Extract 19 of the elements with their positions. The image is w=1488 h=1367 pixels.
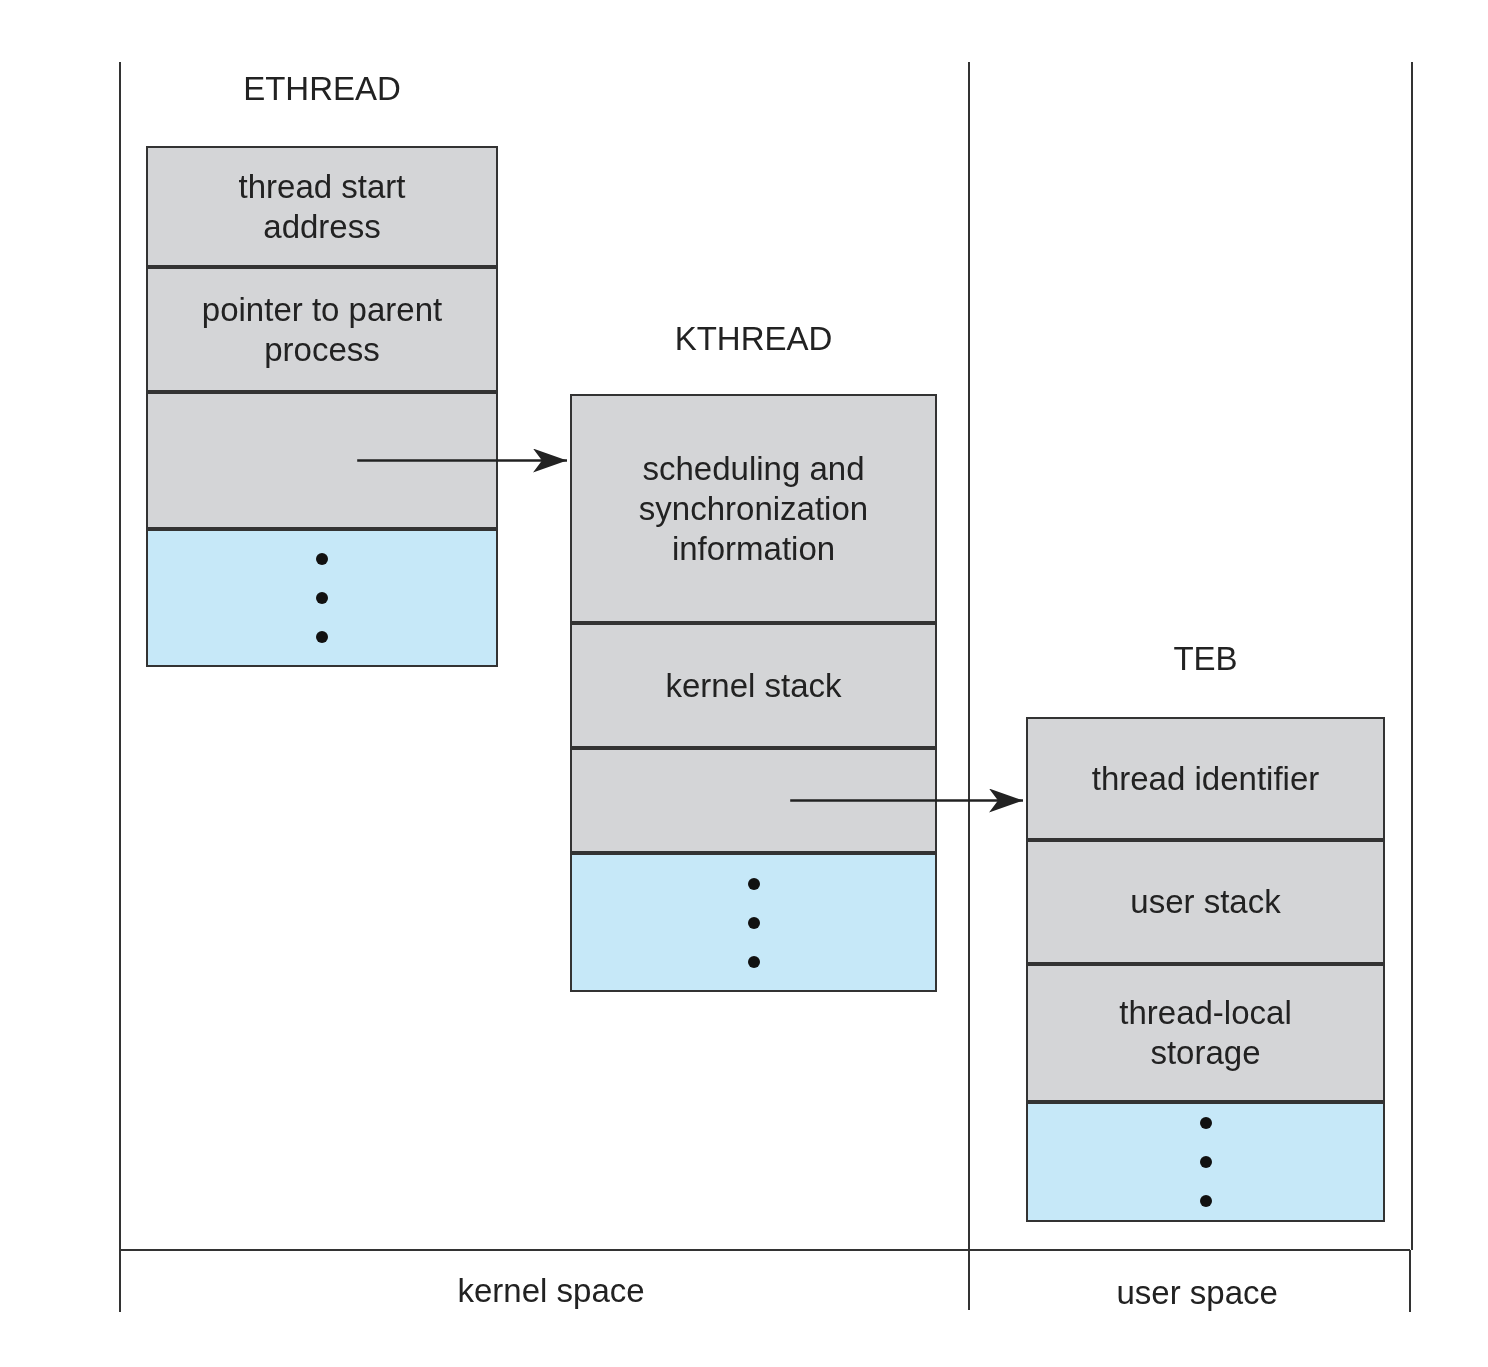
region-label: kernel space <box>457 1272 645 1310</box>
structure-heading: KTHREAD <box>673 320 834 358</box>
pointer-field-box <box>570 748 937 853</box>
field-box: pointer to parent process <box>146 267 498 392</box>
field-box: thread identifier <box>1026 717 1385 840</box>
field-box: thread-local storage <box>1026 964 1385 1102</box>
more-fields-box <box>570 853 937 992</box>
arrow <box>790 788 1023 813</box>
structure-heading: ETHREAD <box>242 70 402 108</box>
field-box: thread start address <box>146 146 498 267</box>
field-box: scheduling and synchronization information <box>570 394 937 623</box>
region-label: user space <box>1116 1274 1278 1312</box>
arrow <box>357 448 567 473</box>
structure-heading: TEB <box>1172 640 1239 678</box>
field-box: kernel stack <box>570 623 937 748</box>
field-box: user stack <box>1026 840 1385 964</box>
more-fields-box <box>1026 1102 1385 1222</box>
more-fields-box <box>146 529 498 667</box>
pointer-field-box <box>146 392 498 529</box>
